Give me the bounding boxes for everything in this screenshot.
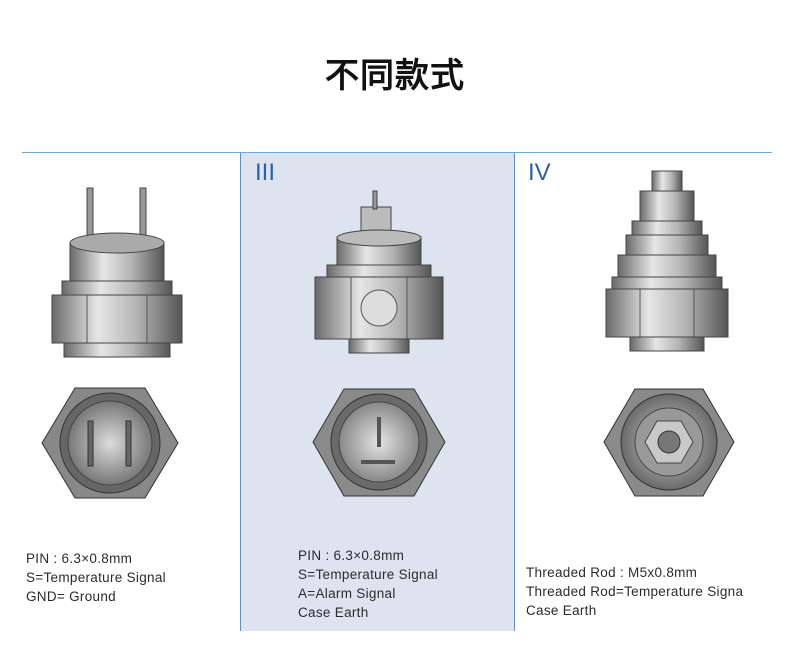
variant-3-specs: PIN : 6.3×0.8mm S=Temperature Signal A=A…: [298, 546, 438, 622]
sensor-two-pin-bottom-image: [41, 387, 179, 499]
spec-line: S=Temperature Signal: [298, 567, 438, 582]
variant-4-specs: Threaded Rod : M5x0.8mm Threaded Rod=Tem…: [526, 563, 743, 620]
variant-1-specs: PIN : 6.3×0.8mm S=Temperature Signal GND…: [26, 549, 166, 606]
sensor-threaded-rod-bottom-image: [603, 388, 735, 497]
spec-line: GND= Ground: [26, 589, 116, 604]
variant-column-3: III PIN : 6.3×0.8mm S=Temperature Signal…: [240, 153, 515, 631]
header-divider: [22, 152, 772, 153]
spec-line: PIN : 6.3×0.8mm: [26, 551, 133, 566]
spec-line: Threaded Rod : M5x0.8mm: [526, 565, 698, 580]
spec-line: Threaded Rod=Temperature Signa: [526, 584, 744, 599]
spec-line: Case Earth: [526, 603, 597, 618]
spec-line: Case Earth: [298, 605, 369, 620]
spec-line: S=Temperature Signal: [26, 570, 166, 585]
page-title: 不同款式: [325, 56, 465, 96]
spec-line: PIN : 6.3×0.8mm: [298, 548, 405, 563]
variant-numeral: IV: [528, 159, 551, 186]
variant-column-4: IV Threaded Rod : M5x0.8mm Threaded Rod=…: [514, 153, 772, 631]
variant-numeral: III: [255, 159, 276, 186]
spec-line: A=Alarm Signal: [298, 586, 396, 601]
sensor-two-pin-side-image: [51, 187, 183, 358]
variant-column-1: PIN : 6.3×0.8mm S=Temperature Signal GND…: [22, 153, 240, 631]
sensor-single-pin-side-image: [314, 190, 444, 354]
sensor-single-pin-bottom-image: [312, 388, 446, 497]
sensor-threaded-rod-side-image: [605, 170, 729, 352]
